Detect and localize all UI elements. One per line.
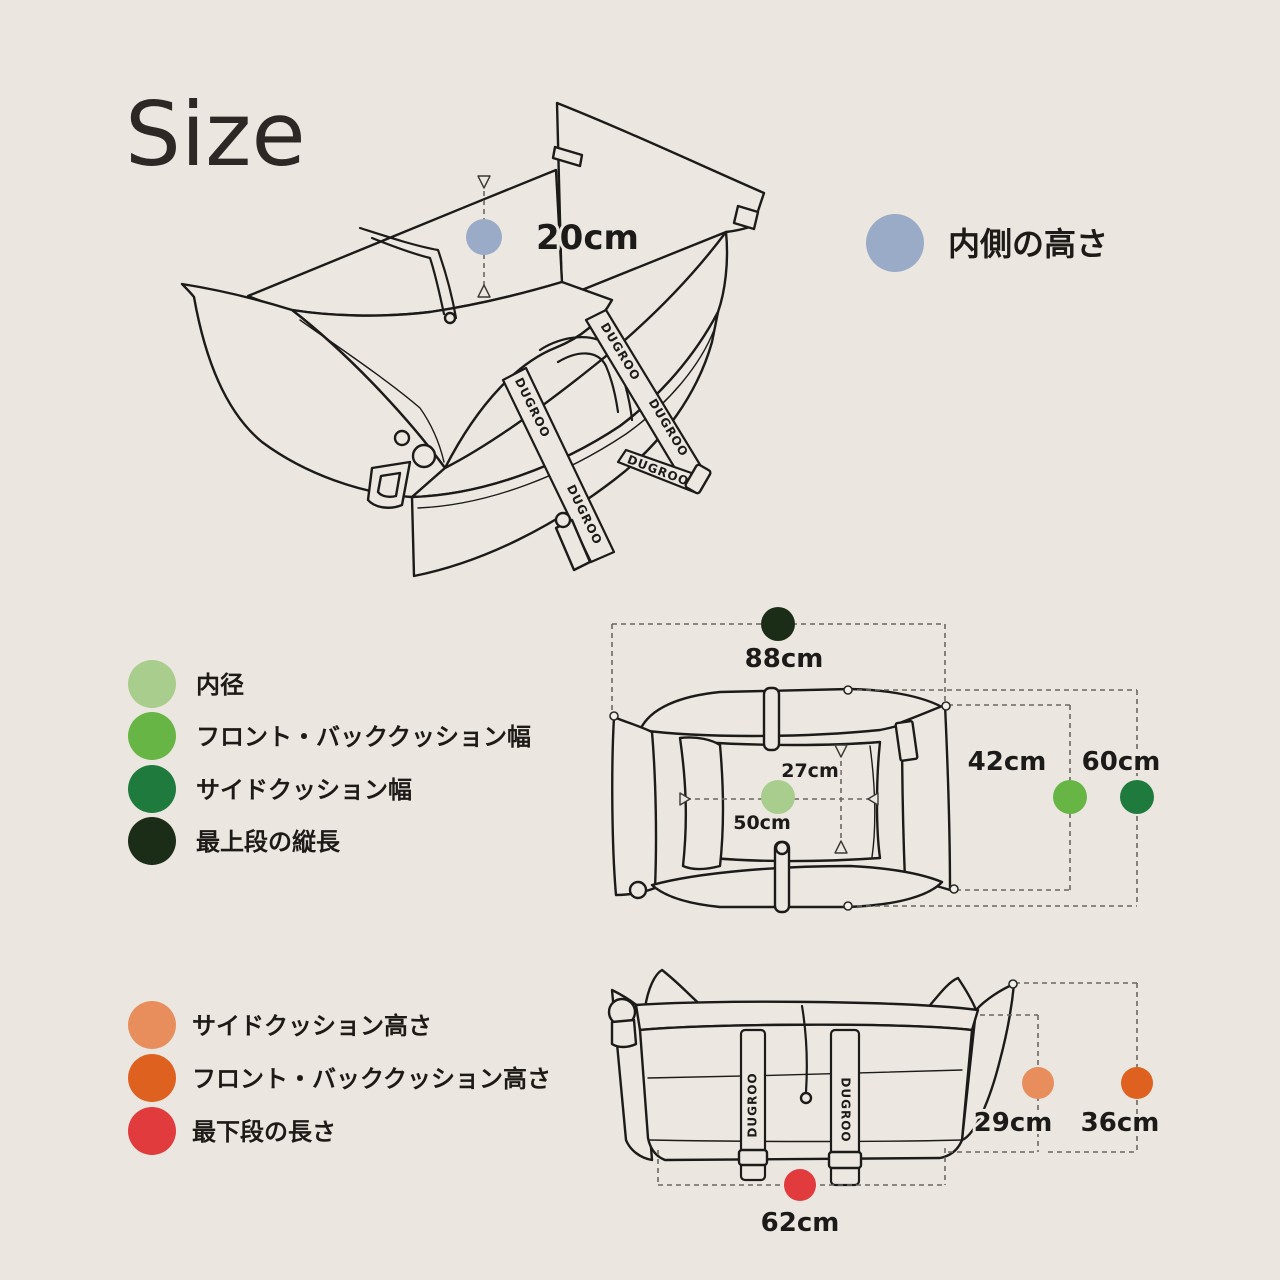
dimension-endpoint [941, 701, 951, 711]
legend-label-inner-height: 内側の高さ [948, 225, 1108, 263]
handle-strap [829, 1028, 861, 1187]
strap-logo-text: DUGROO [746, 1072, 760, 1137]
inner-diameter-marker-dot [761, 780, 795, 814]
front-back-width-value: 42cm [968, 747, 1047, 777]
clip-ring [628, 880, 648, 900]
strap-clip [774, 840, 790, 856]
legend-label-side-width: サイドクッション幅 [196, 776, 412, 804]
side-width-value: 60cm [1082, 747, 1161, 777]
legend-dot-front-back-height [128, 1054, 176, 1102]
bed-perspective-drawing: DUGROO DUGROO DUGROO DUGROO DUGROO [180, 101, 766, 578]
cushion-tag [551, 145, 584, 168]
bottom-length-value: 62cm [761, 1208, 840, 1238]
inner-depth-value: 27cm [781, 760, 839, 782]
cushion-tag [894, 719, 919, 762]
middle-legend: 内径 フロント・バッククッション幅 サイドクッション幅 最上段の縦長 [128, 660, 531, 865]
top-legend: 内側の高さ [866, 214, 1108, 272]
dimension-endpoint [843, 901, 853, 911]
strap-loop [762, 686, 781, 752]
d-ring-clip-inner [376, 471, 402, 498]
body-zipper [647, 1069, 963, 1079]
bottom-legend: サイドクッション高さ フロント・バッククッション高さ 最下段の長さ [128, 1001, 551, 1155]
dimension-endpoint [609, 711, 619, 721]
legend-dot-inner-height [866, 214, 924, 272]
front-cushion [650, 864, 944, 909]
handle-strap [739, 1028, 767, 1182]
front-back-height-value: 36cm [1081, 1108, 1160, 1138]
bottom-length-marker-dot [784, 1169, 816, 1201]
inner-width-value: 50cm [733, 812, 791, 834]
cushion-seam [299, 319, 445, 463]
dimension-arrow [477, 175, 491, 189]
bottom-dimensions: 29cm 36cm 62cm [657, 979, 1162, 1241]
dimension-endpoint [1008, 979, 1018, 989]
dimension-arrow [867, 792, 879, 806]
bed-side-view-drawing: DUGROO DUGROO [607, 968, 1016, 1187]
cord-clip [799, 1091, 813, 1105]
cord [358, 226, 458, 320]
strap-buckle [684, 463, 712, 495]
dimension-arrow [834, 840, 848, 854]
legend-label-bottom-length: 最下段の長さ [192, 1118, 336, 1146]
keychain-tag [610, 1018, 638, 1049]
left-side-cushion [611, 715, 658, 897]
legend-dot-bottom-length [128, 1107, 176, 1155]
strap-buckle [827, 1150, 863, 1170]
strap-buckle [737, 1148, 769, 1167]
inner-height-value: 20cm [536, 218, 639, 258]
strap-logo-text: DUGROO [839, 1077, 853, 1142]
right-pillow [924, 976, 978, 1012]
front-back-height-marker-dot [1121, 1067, 1153, 1099]
legend-dot-top-length [128, 817, 176, 865]
strap-ring [554, 511, 572, 529]
top-length-value: 88cm [745, 644, 824, 674]
side-height-value: 29cm [974, 1108, 1053, 1138]
base-seam [649, 1139, 963, 1143]
side-height-marker-dot [1022, 1067, 1054, 1099]
dimension-endpoint [949, 884, 959, 894]
handle-strap [501, 366, 616, 564]
legend-label-inner-diameter: 内径 [196, 671, 244, 699]
clip-knob [411, 443, 437, 469]
inner-height-marker-dot [466, 219, 502, 255]
clip-ring [393, 429, 411, 447]
page-title: Size [125, 83, 306, 186]
dimension-arrow [679, 792, 691, 806]
legend-dot-front-back-width [128, 712, 176, 760]
dimension-arrow [477, 284, 491, 298]
legend-label-front-back-height: フロント・バッククッション高さ [192, 1065, 551, 1093]
dimension-endpoint [843, 685, 853, 695]
cord [800, 1004, 808, 1094]
legend-dot-side-height [128, 1001, 176, 1049]
bed-top-view-drawing [611, 686, 952, 914]
legend-label-side-height: サイドクッション高さ [192, 1012, 432, 1040]
right-side-cushion [555, 101, 766, 300]
cord [556, 352, 620, 414]
legend-dot-inner-diameter [128, 660, 176, 708]
dimension-arrow [834, 744, 848, 758]
top-length-marker-dot [761, 607, 795, 641]
middle-dimensions: 88cm 27cm 50cm 42cm 60cm [609, 607, 1163, 911]
cord [370, 236, 446, 316]
front-back-width-marker-dot [1053, 780, 1087, 814]
inner-height-dimension: 20cm [466, 175, 642, 298]
legend-dot-side-width [128, 765, 176, 813]
inner-floor-seam [869, 745, 876, 858]
inner-pillow [678, 736, 725, 871]
side-width-marker-dot [1120, 780, 1154, 814]
cushion-tag [732, 204, 760, 231]
base-zipper [417, 329, 715, 509]
legend-label-front-back-width: フロント・バッククッション幅 [196, 723, 531, 751]
left-pillow [643, 968, 704, 1010]
cord-clip [443, 311, 457, 325]
legend-label-top-length: 最上段の縦長 [196, 828, 341, 856]
